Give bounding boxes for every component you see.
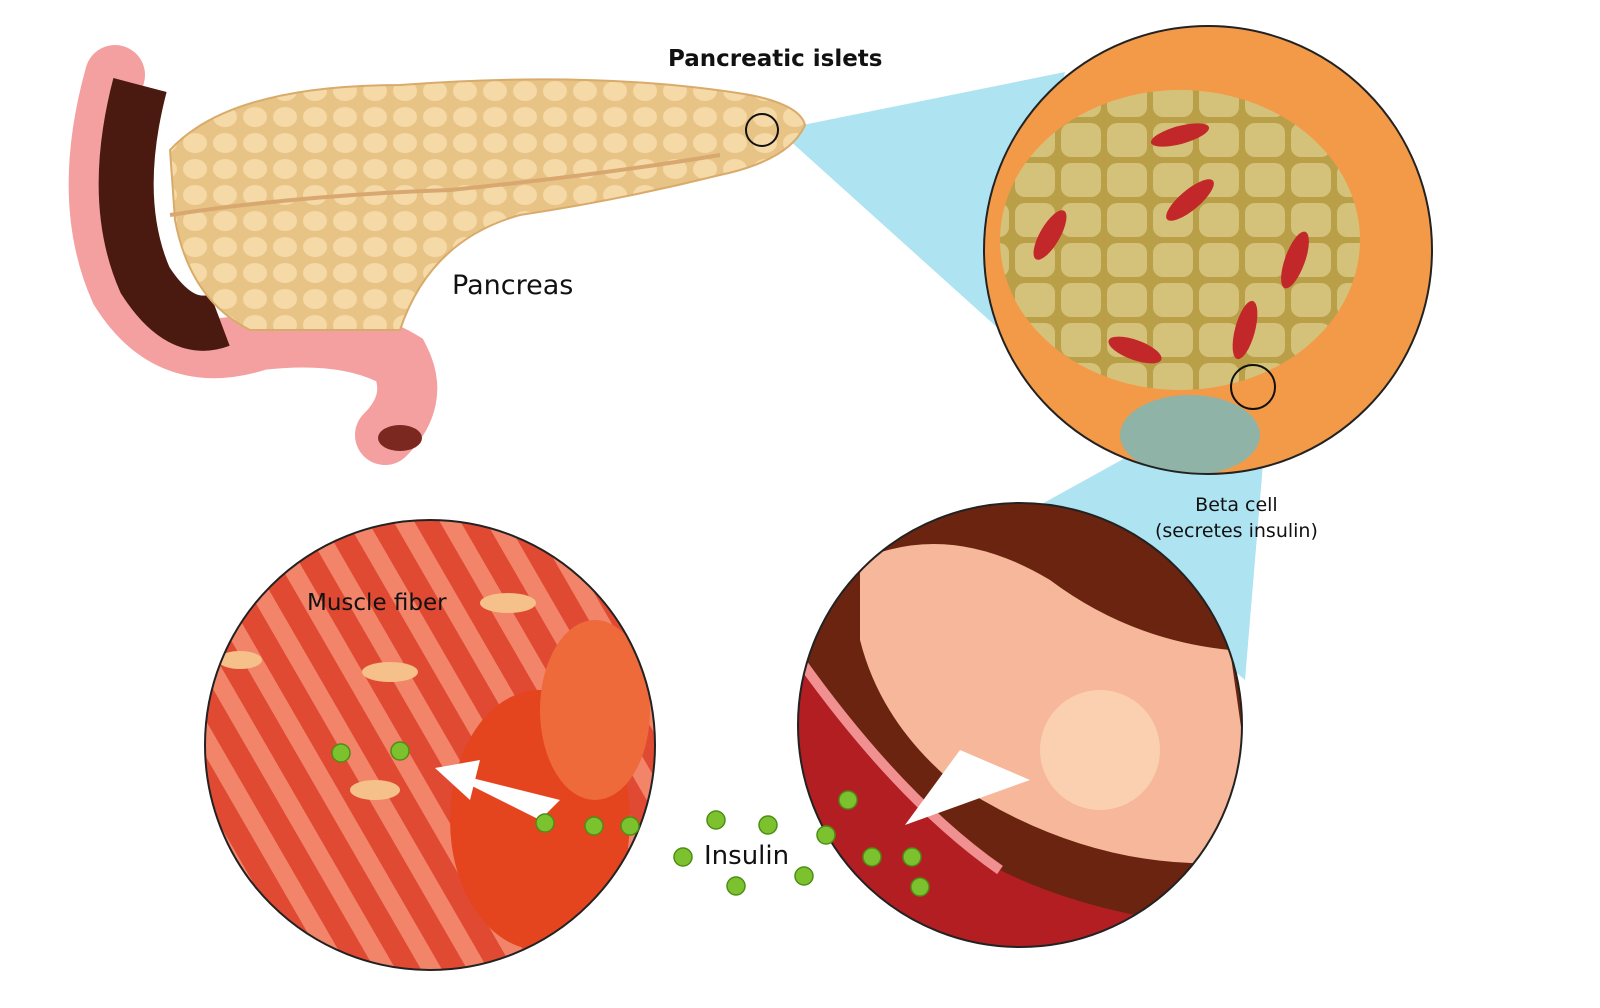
insulin-molecules [331,741,930,897]
beta-cell-note: (secretes insulin) [1155,520,1318,542]
beta-cell-zoom [798,503,1242,947]
islet-zoom [984,26,1432,474]
pancreatic-duct [169,153,721,217]
muscle-zoom [205,520,655,970]
beta-cell-marker [1230,364,1276,410]
pancreatic-islets-label: Pancreatic islets [668,46,883,72]
muscle-fiber-label: Muscle fiber [307,590,447,616]
beta-cell-label: Beta cell (secretes insulin) [1155,492,1318,544]
insulin-label: Insulin [704,841,790,871]
duodenum [68,45,438,465]
pancreas-organ [168,78,807,332]
islet-marker [745,113,779,147]
pancreas-label: Pancreas [452,270,574,301]
beta-cell-title: Beta cell [1195,494,1278,516]
